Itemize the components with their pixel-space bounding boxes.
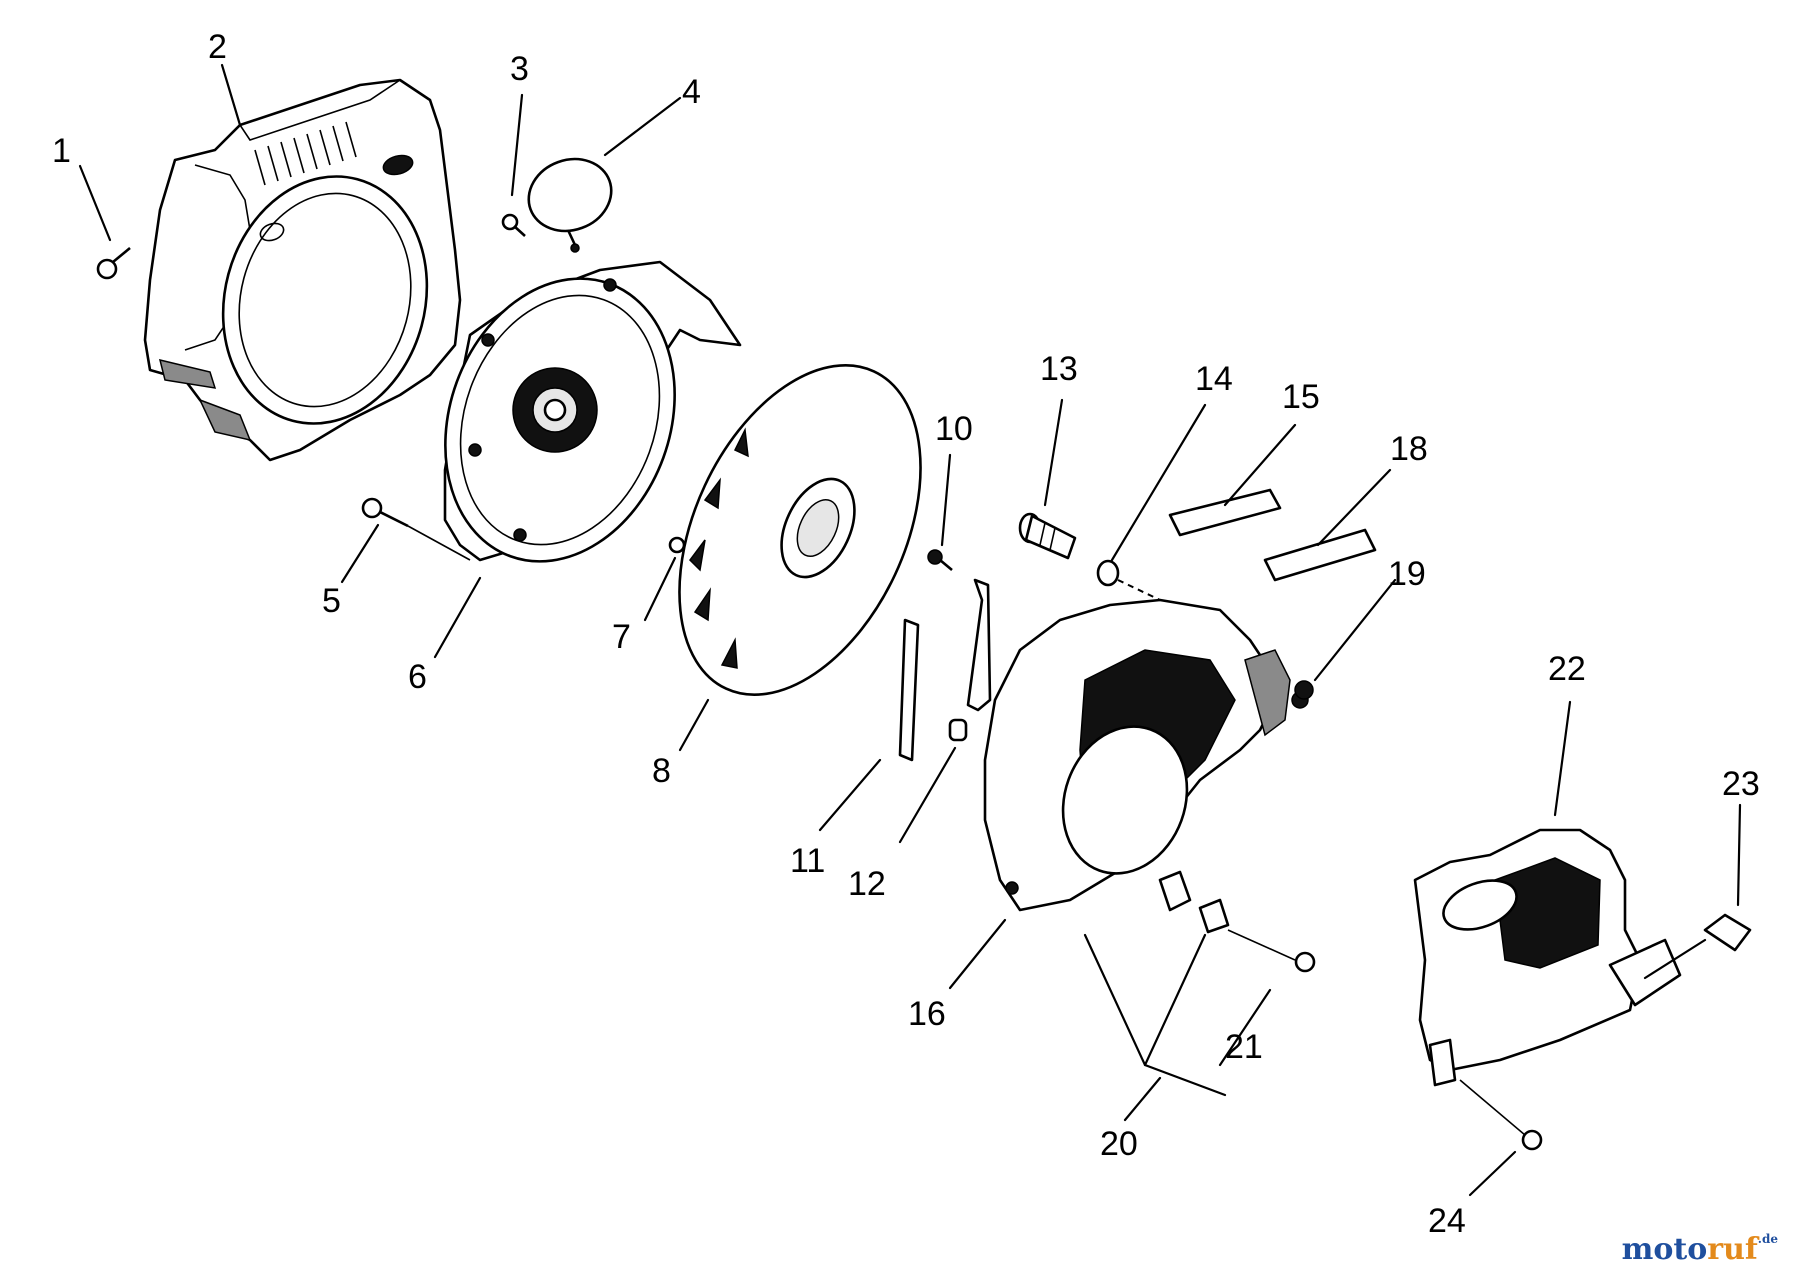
callout-11: 11 (790, 842, 825, 880)
callout-labels: 1 2 3 4 5 6 7 8 10 11 12 13 14 15 16 18 … (52, 28, 1760, 1240)
callout-15: 15 (1282, 378, 1320, 416)
switch-21-part (1198, 898, 1316, 973)
leader-6 (433, 576, 482, 659)
callout-22: 22 (1548, 650, 1586, 688)
watermark-part-1: moto (1621, 1232, 1708, 1267)
callout-6: 6 (408, 658, 427, 696)
callout-13: 13 (1040, 350, 1078, 388)
screw-1-part (96, 246, 131, 280)
callout-14: 14 (1195, 360, 1233, 398)
callout-1: 1 (52, 132, 71, 170)
leader-22 (1553, 700, 1572, 817)
callout-21: 21 (1225, 1028, 1263, 1066)
bracket-part (966, 578, 992, 712)
decal-18-part (1263, 528, 1377, 582)
watermark-part-3: .de (1757, 1232, 1778, 1246)
callout-23: 23 (1722, 765, 1760, 803)
leader-19 (1313, 578, 1397, 682)
callout-5: 5 (322, 582, 341, 620)
callout-20: 20 (1100, 1125, 1138, 1163)
leader-7 (643, 556, 677, 622)
leader-16 (948, 918, 1007, 990)
callout-24: 24 (1428, 1202, 1466, 1240)
leader-11 (818, 758, 882, 832)
screw-3-part (501, 213, 526, 237)
housing-cover-part (143, 78, 462, 462)
watermark-part-2: ruf (1707, 1232, 1758, 1267)
leader-21 (1218, 988, 1272, 1067)
engine-cover-part (1413, 828, 1682, 1151)
leader-24 (1468, 1150, 1517, 1197)
leader-12 (898, 746, 957, 844)
leader-3 (510, 93, 524, 197)
leader-23-cover (1643, 938, 1707, 980)
callout-2: 2 (208, 28, 227, 66)
leader-14 (1110, 403, 1207, 562)
leader-5 (340, 523, 380, 584)
leader-8 (678, 698, 710, 752)
callout-8: 8 (652, 752, 671, 790)
clamp-ring-part (527, 157, 613, 253)
switch-20-part (1158, 870, 1192, 912)
callout-3: 3 (510, 50, 529, 88)
bracket-11-part (898, 618, 920, 762)
leader-1 (78, 164, 112, 242)
callout-18: 18 (1390, 430, 1428, 468)
leader-10 (940, 453, 952, 547)
callout-19: 19 (1388, 555, 1426, 593)
nut-19-part (1294, 680, 1314, 700)
bolt-13-part (1018, 512, 1077, 560)
blower-housing-back-part (443, 260, 742, 563)
leader-2 (220, 63, 242, 127)
leader-20-branch (1143, 933, 1207, 1067)
leader-15 (1223, 423, 1297, 507)
callout-4: 4 (682, 73, 701, 111)
screw-10-part (927, 549, 953, 571)
callout-10: 10 (935, 410, 973, 448)
leader-18 (1316, 468, 1392, 547)
callout-12: 12 (848, 865, 886, 903)
leader-4 (603, 96, 682, 157)
blower-housing-front-part (983, 598, 1309, 912)
callout-16: 16 (908, 995, 946, 1033)
screw-5-part (361, 497, 471, 561)
washer-14-part (1096, 559, 1161, 601)
decal-15-part (1168, 488, 1282, 537)
leader-23 (1736, 803, 1742, 907)
leader-20 (1123, 1076, 1162, 1122)
watermark-logo: motoruf.de (1622, 1232, 1778, 1267)
leader-20-bracket (1083, 933, 1227, 1097)
spacer-12-part (948, 718, 968, 742)
impeller-fan-part (678, 364, 922, 696)
leader-lines (78, 63, 1742, 1197)
leader-13 (1043, 398, 1064, 507)
decal-23-part (1703, 913, 1752, 952)
callout-7: 7 (612, 618, 631, 656)
